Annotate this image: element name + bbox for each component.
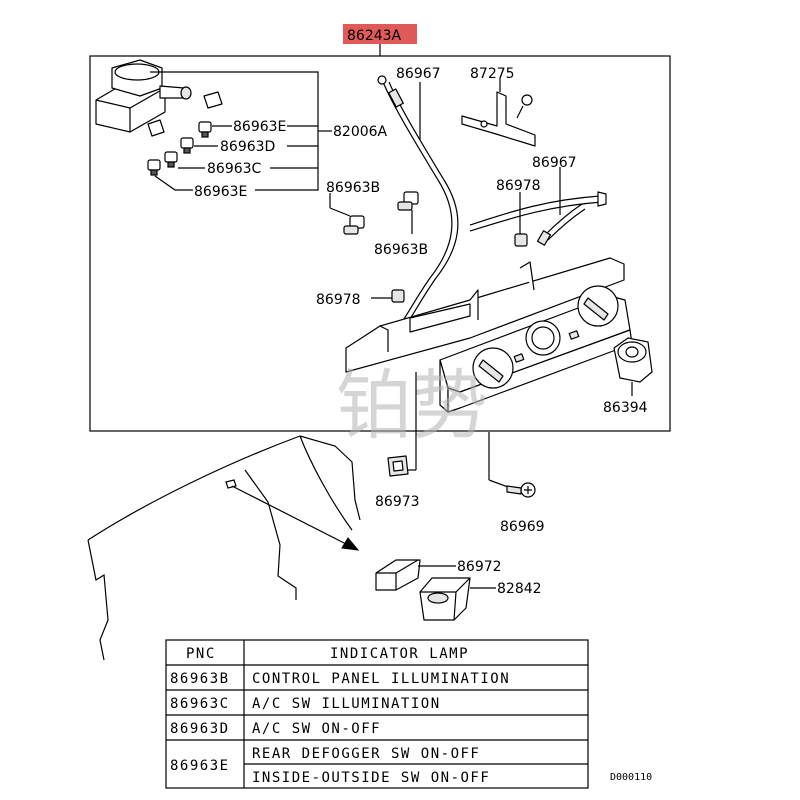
table-row-pnc: 86963B [170,671,230,687]
callout-86972[interactable]: 86972 [457,559,502,575]
indicator-lamp-table [165,639,589,789]
table-row-desc: CONTROL PANEL ILLUMINATION [252,671,510,687]
callout-86963B-2[interactable]: 86963B [374,242,428,258]
table-row-desc: INSIDE-OUTSIDE SW ON-OFF [252,770,490,786]
bulb-86963B-right [397,191,419,211]
callout-86963E-1[interactable]: 86963E [233,119,286,135]
cover-86972 [375,559,421,591]
clip-86978-right [514,233,528,247]
control-cable-86967-main [377,75,459,323]
document-code: D000110 [610,772,652,783]
callout-86963B-1[interactable]: 86963B [326,180,380,196]
callout-86394[interactable]: 86394 [603,400,648,416]
screw-87275 [516,94,533,119]
clip-86978-left [391,289,405,303]
table-header-pnc: PNC [186,646,216,662]
table-row-pnc: 86963C [170,696,230,712]
bulb-86963C [164,151,178,168]
arrow-head [341,537,360,551]
assembly-frame [89,55,671,432]
screw-86969 [506,482,536,498]
bulb-86963E-bottom [147,159,161,176]
control-cable-86967-right [469,191,607,246]
callout-82842[interactable]: 82842 [497,581,542,597]
knob-86394 [613,337,653,383]
callout-86963E-2[interactable]: 86963E [194,184,247,200]
table-row-desc: A/C SW ILLUMINATION [252,696,441,712]
callout-86978-1[interactable]: 86978 [496,178,541,194]
watermark-text: 铂势 [336,361,488,450]
callout-86963D[interactable]: 86963D [220,139,275,155]
table-row-pnc: 86963E [170,758,230,774]
clip-86973 [387,455,409,477]
callout-86973[interactable]: 86973 [375,494,420,510]
dashboard-outline [87,435,361,661]
table-row-desc: A/C SW ON-OFF [252,721,381,737]
switch-82842 [419,577,471,621]
table-row-desc: REAR DEFOGGER SW ON-OFF [252,746,480,762]
callout-86969[interactable]: 86969 [500,519,545,535]
heater-control-unit [345,257,633,413]
callout-86967-top[interactable]: 86967 [396,66,441,82]
table-row-pnc: 86963D [170,721,230,737]
blower-switch-assembly [95,59,223,137]
bulb-86963E-top [198,121,212,138]
bulb-86963D [180,137,194,154]
callout-86963C[interactable]: 86963C [207,161,262,177]
assembly-number-label[interactable]: 86243A [347,28,402,44]
bracket-87275 [461,91,536,147]
callout-82006A[interactable]: 82006A [333,124,388,140]
location-arrow [231,485,351,547]
callout-87275[interactable]: 87275 [470,66,515,82]
table-header-indicator-lamp: INDICATOR LAMP [330,646,469,662]
callout-86978-2[interactable]: 86978 [316,292,361,308]
assembly-number-highlight [343,24,417,44]
callout-86967-right[interactable]: 86967 [532,155,577,171]
bulb-86963B-left [343,215,365,235]
